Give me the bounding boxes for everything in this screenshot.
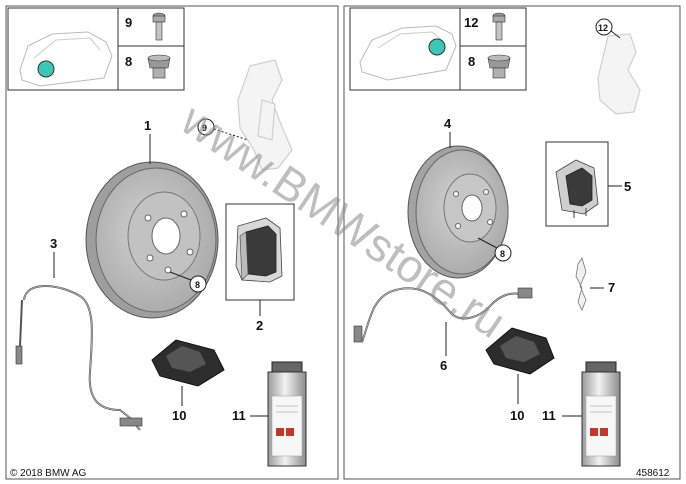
location-marker-rear: [428, 38, 446, 56]
wear-sensor-cable-rear: [353, 287, 533, 343]
callout-label: 8: [500, 249, 505, 259]
brake-disc-rear: [407, 145, 509, 279]
bolt-icon: [492, 12, 506, 41]
inset-label-8: 8: [125, 54, 132, 69]
callout-12-rear: 12: [595, 18, 621, 39]
inset-box-front: 9 8: [7, 7, 185, 91]
callout-label: 12: [598, 23, 608, 33]
car-location-icon: [359, 25, 457, 81]
car-location-icon: [19, 31, 113, 87]
callout-label: 9: [202, 123, 207, 133]
inset-label-12: 12: [464, 15, 478, 30]
screw-plug-icon: [147, 54, 171, 79]
brake-pad-box-rear: [545, 141, 609, 227]
brake-disc: [85, 161, 219, 319]
callout-8-rear: 8: [477, 237, 512, 262]
callout-8-front: 8: [169, 271, 207, 293]
spray-can-rear: [581, 361, 621, 467]
callout-10-rear: 10: [510, 408, 524, 423]
callout-6: 6: [440, 358, 447, 373]
screw-plug-icon: [487, 54, 511, 79]
callout-10-front: 10: [172, 408, 186, 423]
callout-11-rear: 11: [542, 408, 556, 423]
grease-sachet-rear: [485, 327, 555, 375]
location-marker-front: [37, 60, 55, 78]
spring-clip: [575, 257, 587, 311]
copyright-text: © 2018 BMW AG: [10, 468, 87, 479]
callout-7: 7: [608, 280, 615, 295]
callout-3: 3: [50, 236, 57, 251]
callout-9-front: 9: [197, 118, 249, 141]
panel-rear-axle: 12 8 12: [343, 5, 681, 480]
inset-label-9: 9: [125, 15, 132, 30]
callout-11-front: 11: [232, 408, 246, 423]
diagram-number: 458612: [636, 468, 670, 479]
grease-sachet: [151, 339, 225, 387]
callout-2: 2: [256, 318, 263, 333]
callout-label: 8: [195, 280, 200, 290]
inset-box-rear: 12 8: [349, 7, 527, 91]
callout-5: 5: [624, 179, 631, 194]
spray-can: [267, 361, 307, 467]
callout-1: 1: [144, 118, 151, 133]
callout-4: 4: [444, 116, 452, 131]
inset-label-8: 8: [468, 54, 475, 69]
caliper-carrier-outline: [237, 59, 293, 171]
panel-front-axle: 9 8 9: [5, 5, 339, 480]
brake-pad-box: [225, 203, 295, 301]
caliper-carrier-outline: [597, 33, 641, 115]
bolt-icon: [152, 12, 166, 41]
wear-sensor-cable: [15, 285, 143, 431]
